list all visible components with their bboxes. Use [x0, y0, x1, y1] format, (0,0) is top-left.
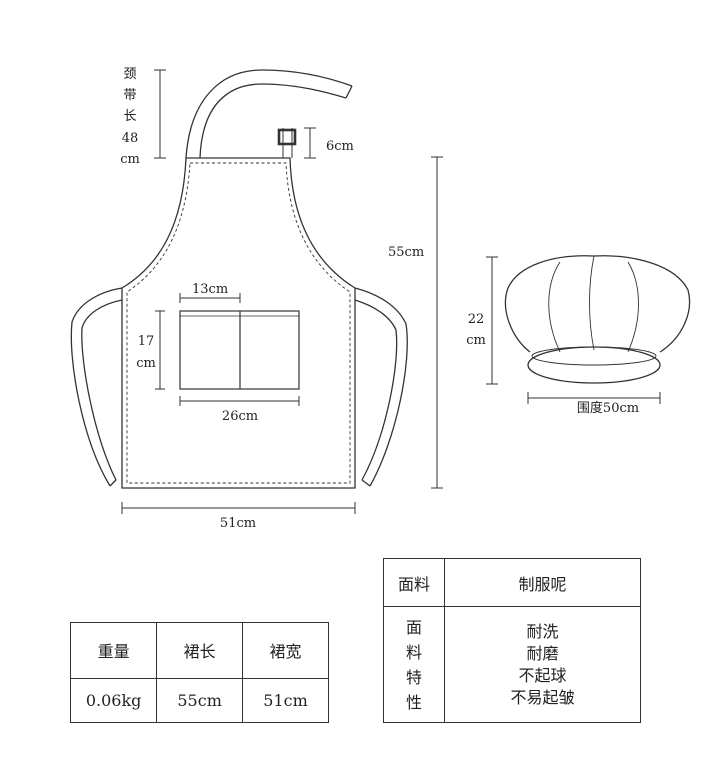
dimension-lines: [121, 69, 661, 514]
chef-hat: [504, 255, 691, 384]
property-item: 不起球: [518, 665, 567, 685]
apron-height-label: 55cm: [388, 245, 424, 260]
left-waist-tie: [70, 287, 123, 487]
pocket-width-label: 26cm: [222, 409, 258, 424]
table-row: 面料 制服呢: [383, 558, 641, 607]
weight-header: 重量: [69, 622, 158, 679]
neck-label-value: 48: [122, 131, 139, 146]
neck-label-char: 长: [123, 109, 136, 124]
adjuster-buckle: [277, 128, 297, 158]
hat-height-unit: cm: [466, 333, 486, 348]
hat-circumference-label: 围度50cm: [577, 400, 639, 416]
neck-label-unit: cm: [120, 152, 140, 167]
properties-list: 耐洗 耐磨 不起球 不易起皱: [444, 606, 641, 723]
tab-dimension-label: 6cm: [326, 139, 354, 154]
fabric-table: 面料 制服呢 面 料 特 性 耐洗 耐磨 不起球 不易起皱: [383, 558, 641, 723]
pocket-height-unit: cm: [136, 356, 156, 371]
pocket-height-value: 17: [138, 334, 155, 349]
properties-label-char: 特: [405, 667, 422, 687]
neck-strap-label: 颈 带 长 48 cm: [120, 67, 140, 167]
length-header: 裙长: [156, 622, 244, 679]
length-value: 55cm: [156, 677, 244, 724]
apron-width-label: 51cm: [220, 516, 256, 531]
apron-body: [121, 157, 356, 489]
right-waist-tie: [354, 287, 408, 487]
neck-label-char: 颈: [123, 67, 136, 82]
property-item: 耐洗: [526, 621, 559, 641]
hat-height-value: 22: [468, 312, 485, 327]
material-label: 面料: [383, 558, 445, 607]
table-row: 0.06kg 55cm 51cm: [69, 677, 329, 724]
table-row: 面 料 特 性 耐洗 耐磨 不起球 不易起皱: [383, 606, 641, 723]
spec-table: 重量 裙长 裙宽 0.06kg 55cm 51cm: [69, 622, 329, 724]
pocket: [179, 310, 300, 390]
properties-label-char: 料: [405, 642, 422, 662]
table-row: 重量 裙长 裙宽: [69, 622, 329, 679]
material-value: 制服呢: [444, 558, 641, 607]
pocket-half-width-label: 13cm: [192, 282, 228, 297]
width-value: 51cm: [242, 677, 329, 724]
property-item: 耐磨: [526, 643, 559, 663]
property-item: 不易起皱: [510, 687, 575, 707]
properties-label-char: 性: [405, 692, 422, 712]
neck-label-char: 带: [123, 88, 136, 103]
weight-value: 0.06kg: [69, 677, 158, 724]
width-header: 裙宽: [242, 622, 329, 679]
properties-label-char: 面: [405, 617, 422, 637]
neck-strap: [185, 69, 353, 159]
properties-label: 面 料 特 性: [383, 606, 445, 723]
